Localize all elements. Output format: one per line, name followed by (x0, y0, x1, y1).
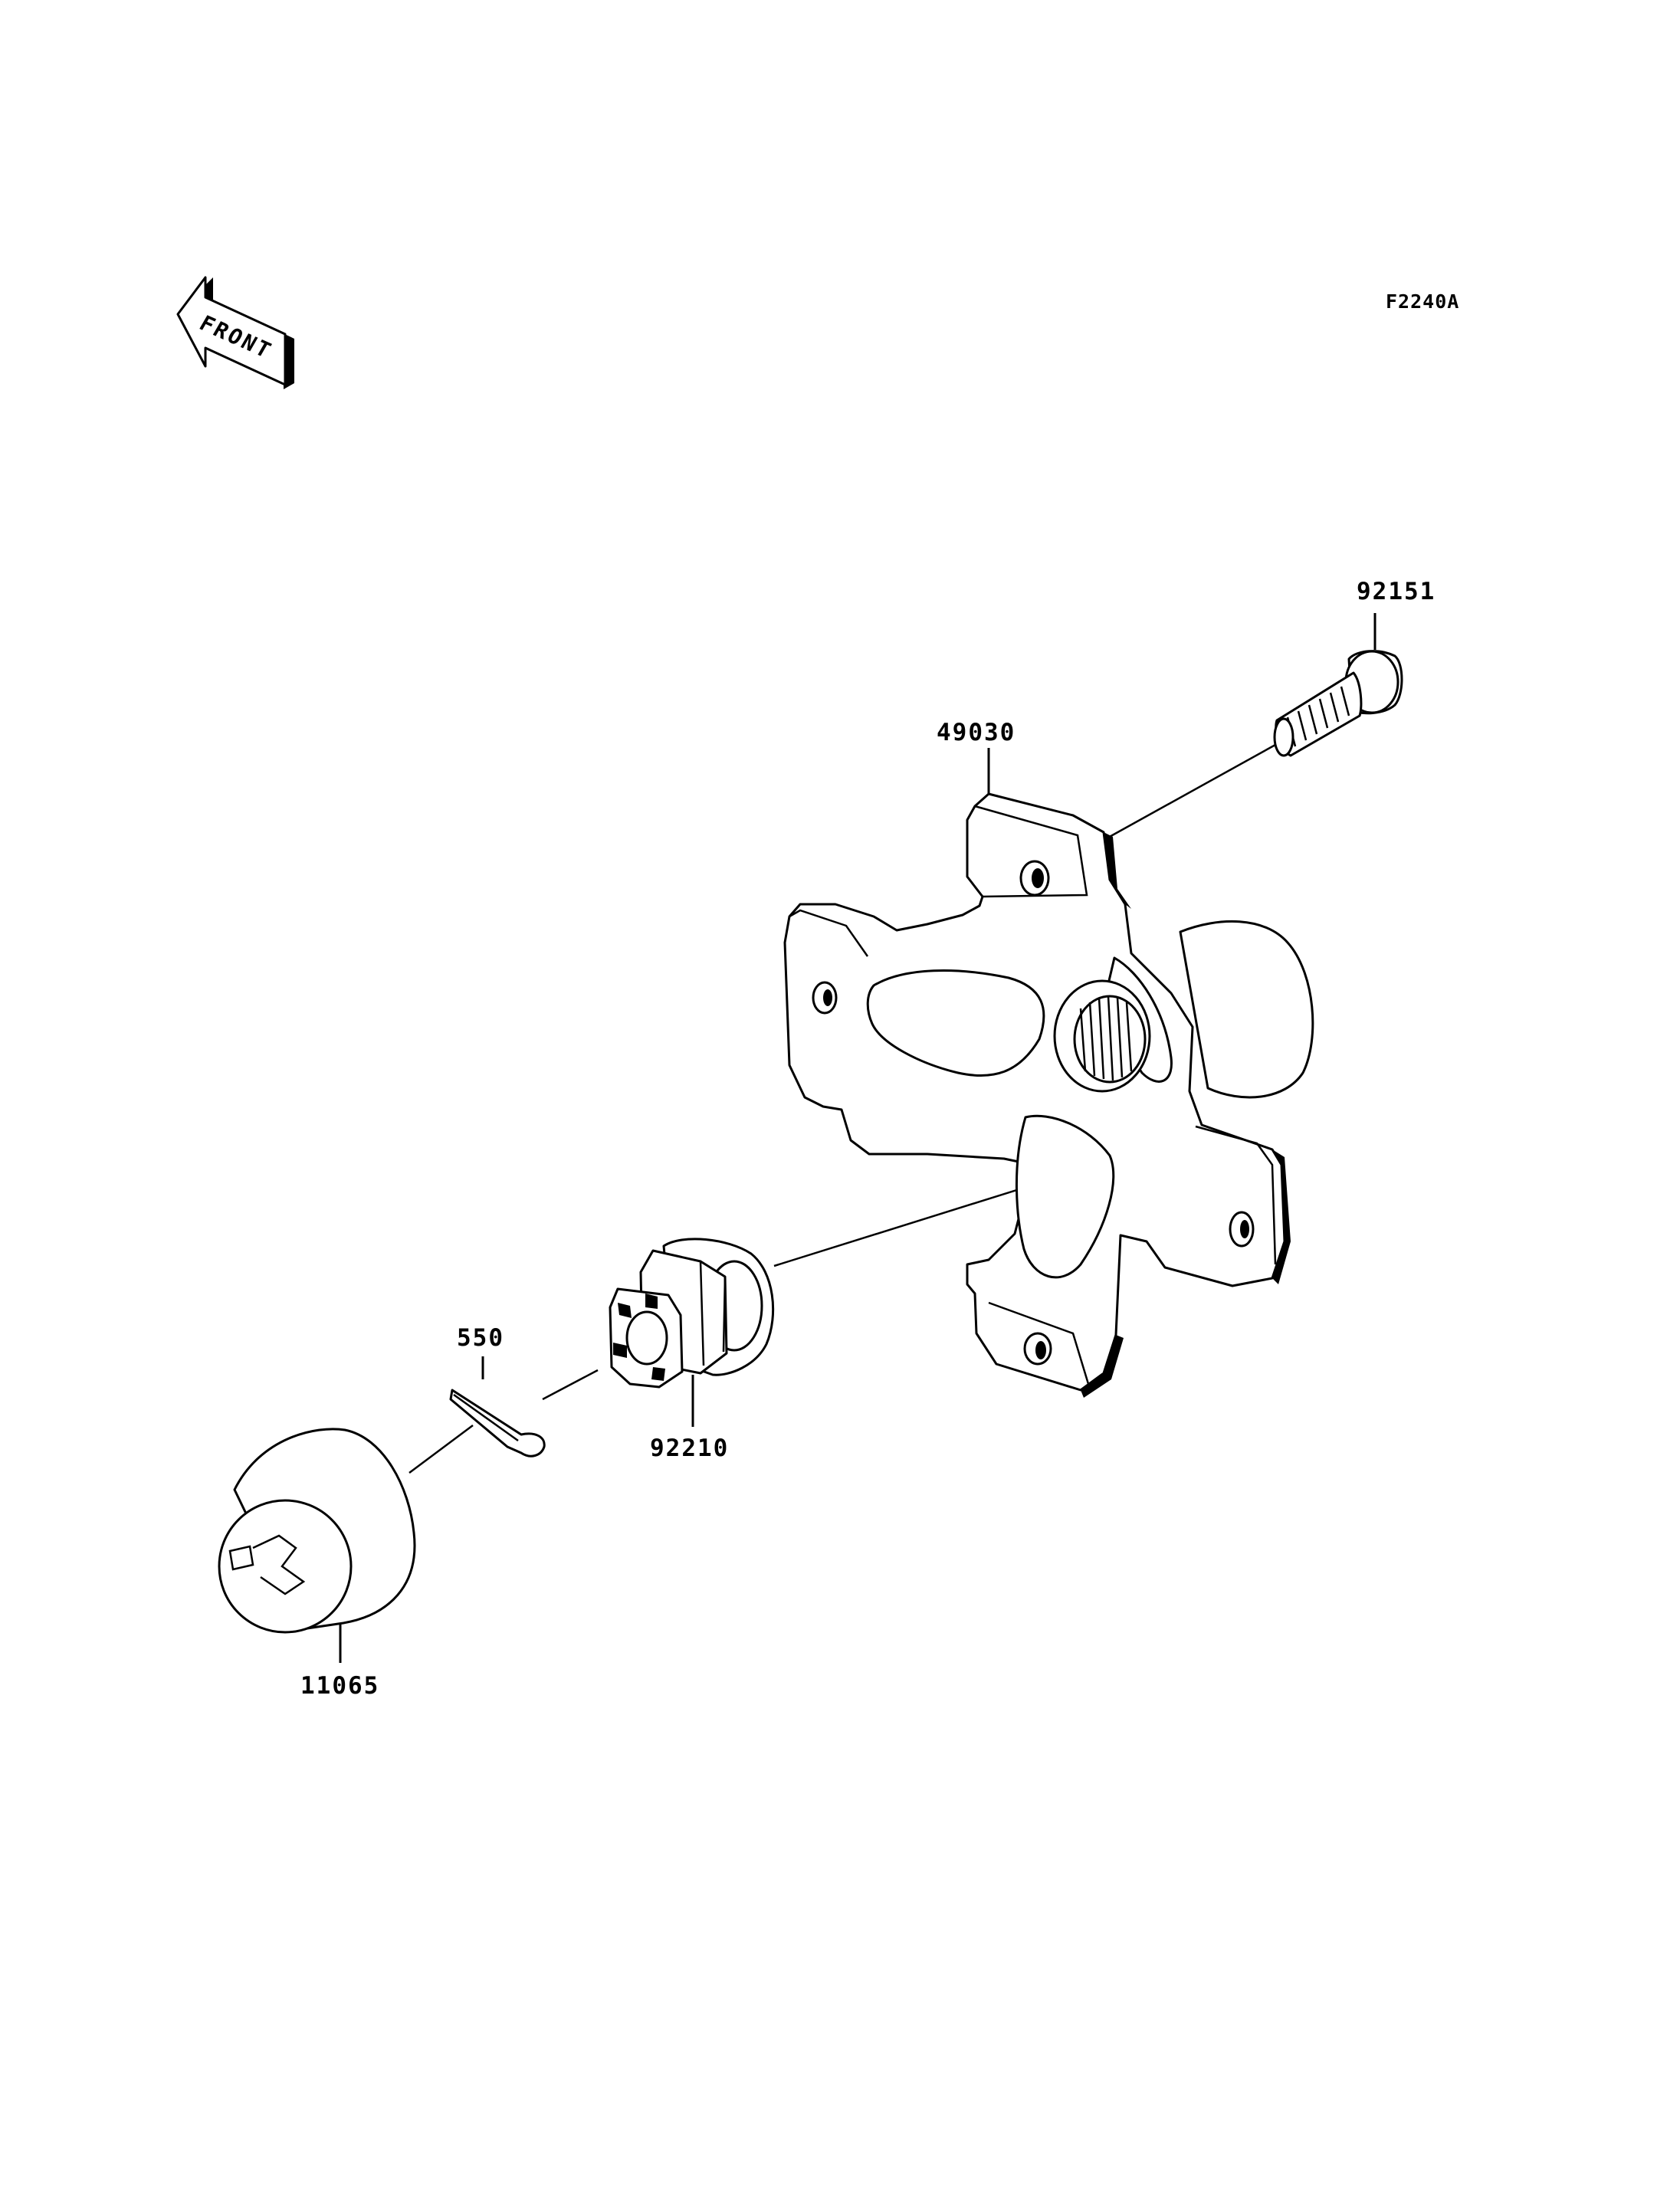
part-number-92151: 92151 (1357, 578, 1436, 605)
front-arrow-icon: FRONT (176, 276, 294, 389)
castle-nut (609, 1238, 775, 1427)
part-number-11065: 11065 (300, 1672, 379, 1700)
part-number-49030: 49030 (937, 719, 1016, 746)
figure-code: F2240A (1386, 290, 1459, 313)
hub-bolt (1273, 613, 1403, 757)
hub-cap (218, 1428, 416, 1663)
part-number-92210: 92210 (650, 1435, 729, 1462)
part-number-550: 550 (457, 1324, 504, 1352)
wheel-hub (783, 748, 1314, 1398)
cotter-pin (449, 1356, 546, 1458)
